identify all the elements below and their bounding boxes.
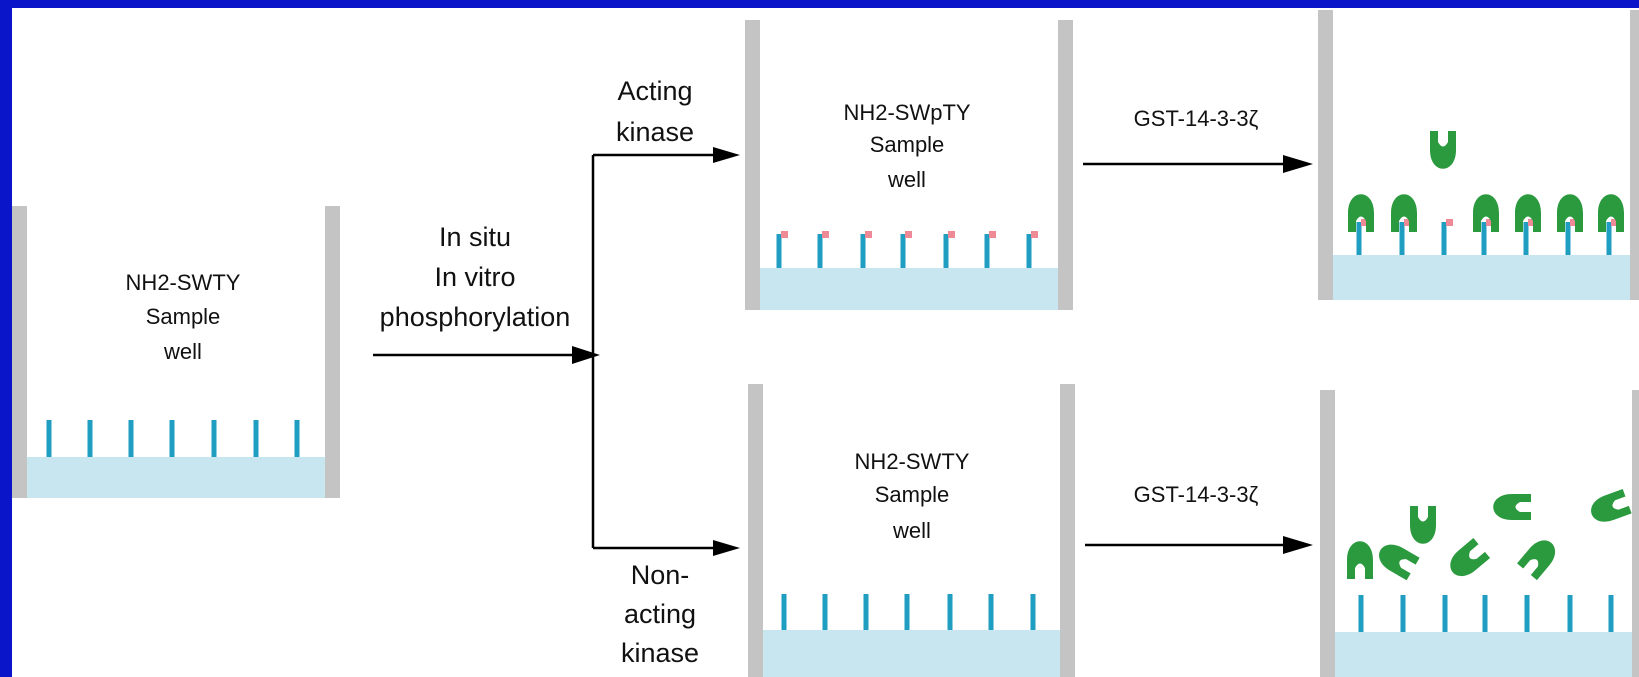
reagent-step-bottom: GST-14-3-3ζ <box>1085 482 1313 554</box>
well-wall-left <box>12 206 27 498</box>
arrow-head <box>572 346 600 364</box>
phosphate <box>1404 219 1411 226</box>
phosphate <box>989 231 996 238</box>
unphosphorylated-well: NH2-SWTY Sample well <box>748 384 1075 677</box>
well-wall-right <box>1060 384 1075 677</box>
phosphorylated-well: NH2-SWpTY Sample well <box>745 20 1073 310</box>
arrow-head <box>1283 155 1313 173</box>
phosphate <box>905 231 912 238</box>
well-wall-right <box>1630 10 1639 300</box>
arrow-head <box>1283 536 1313 554</box>
well-wall-left <box>1320 390 1335 677</box>
branch-connector <box>591 147 740 556</box>
branch-bottom-line3: kinase <box>621 638 699 668</box>
bound-peptide-row <box>1356 219 1618 255</box>
phosphate <box>1361 219 1368 226</box>
branch-top-head <box>713 147 740 163</box>
phosphate <box>822 231 829 238</box>
well-wall-left <box>1318 10 1333 300</box>
start-well-line3: well <box>163 339 202 364</box>
branch-top-line2: kinase <box>616 117 694 147</box>
well-floor <box>27 457 325 498</box>
step1-line3: phosphorylation <box>380 302 571 332</box>
bound-well <box>1318 10 1639 300</box>
free-protein <box>1587 488 1632 527</box>
well-wall-right <box>325 206 340 498</box>
well-floor <box>1335 632 1632 677</box>
start-well: NH2-SWTY Sample well <box>12 206 340 498</box>
well-wall-left <box>748 384 763 677</box>
branch-top-line1: Acting <box>617 76 692 106</box>
step1-line1: In situ <box>439 222 511 252</box>
free-protein <box>1493 494 1531 520</box>
phosphate <box>781 231 788 238</box>
free-proteins <box>1347 488 1632 583</box>
unphos-well-line2: Sample <box>875 482 950 507</box>
free-protein <box>1430 131 1456 169</box>
free-protein <box>1373 538 1420 581</box>
phosphate <box>1486 219 1493 226</box>
start-well-line1: NH2-SWTY <box>126 270 241 295</box>
phosphorylation-step: In situ In vitro phosphorylation <box>373 222 600 364</box>
well-wall-right <box>1632 390 1639 677</box>
phosphate <box>1611 219 1618 226</box>
free-protein <box>1517 534 1562 581</box>
well-wall-right <box>1058 20 1073 310</box>
unphos-well-line1: NH2-SWTY <box>855 449 970 474</box>
phos-well-line2: Sample <box>870 132 945 157</box>
phos-well-line1: NH2-SWpTY <box>843 100 970 125</box>
phosphate <box>1031 231 1038 238</box>
reagent-bottom-label: GST-14-3-3ζ <box>1134 482 1259 507</box>
free-protein <box>1347 541 1373 579</box>
phosphate <box>1446 219 1453 226</box>
unphos-well-line3: well <box>892 518 931 543</box>
bound-proteins <box>1348 131 1624 232</box>
phosphate <box>1528 219 1535 226</box>
branch-bottom-line2: acting <box>624 599 696 629</box>
phospho-peptide-row <box>776 231 1038 268</box>
peptide-row <box>46 420 300 457</box>
well-floor <box>760 268 1058 310</box>
branch-bottom-line1: Non- <box>631 560 690 590</box>
peptide-row <box>1358 595 1614 632</box>
reagent-step-top: GST-14-3-3ζ <box>1083 106 1313 173</box>
start-well-line2: Sample <box>146 304 221 329</box>
well-floor <box>763 630 1060 677</box>
step1-line2: In vitro <box>434 262 515 292</box>
workflow-diagram: NH2-SWTY Sample well In situ In vitro ph… <box>12 10 1639 677</box>
phosphate <box>865 231 872 238</box>
phosphate <box>1570 219 1577 226</box>
phosphate <box>948 231 955 238</box>
branch-bottom-head <box>713 540 740 556</box>
free-protein <box>1410 506 1436 544</box>
free-protein <box>1444 538 1491 583</box>
phos-well-line3: well <box>887 167 926 192</box>
unbound-well <box>1320 390 1639 677</box>
diagram-canvas: NH2-SWTY Sample well In situ In vitro ph… <box>12 8 1639 677</box>
well-floor <box>1333 255 1630 300</box>
peptide-row <box>781 594 1036 630</box>
reagent-top-label: GST-14-3-3ζ <box>1134 106 1259 131</box>
well-wall-left <box>745 20 760 310</box>
